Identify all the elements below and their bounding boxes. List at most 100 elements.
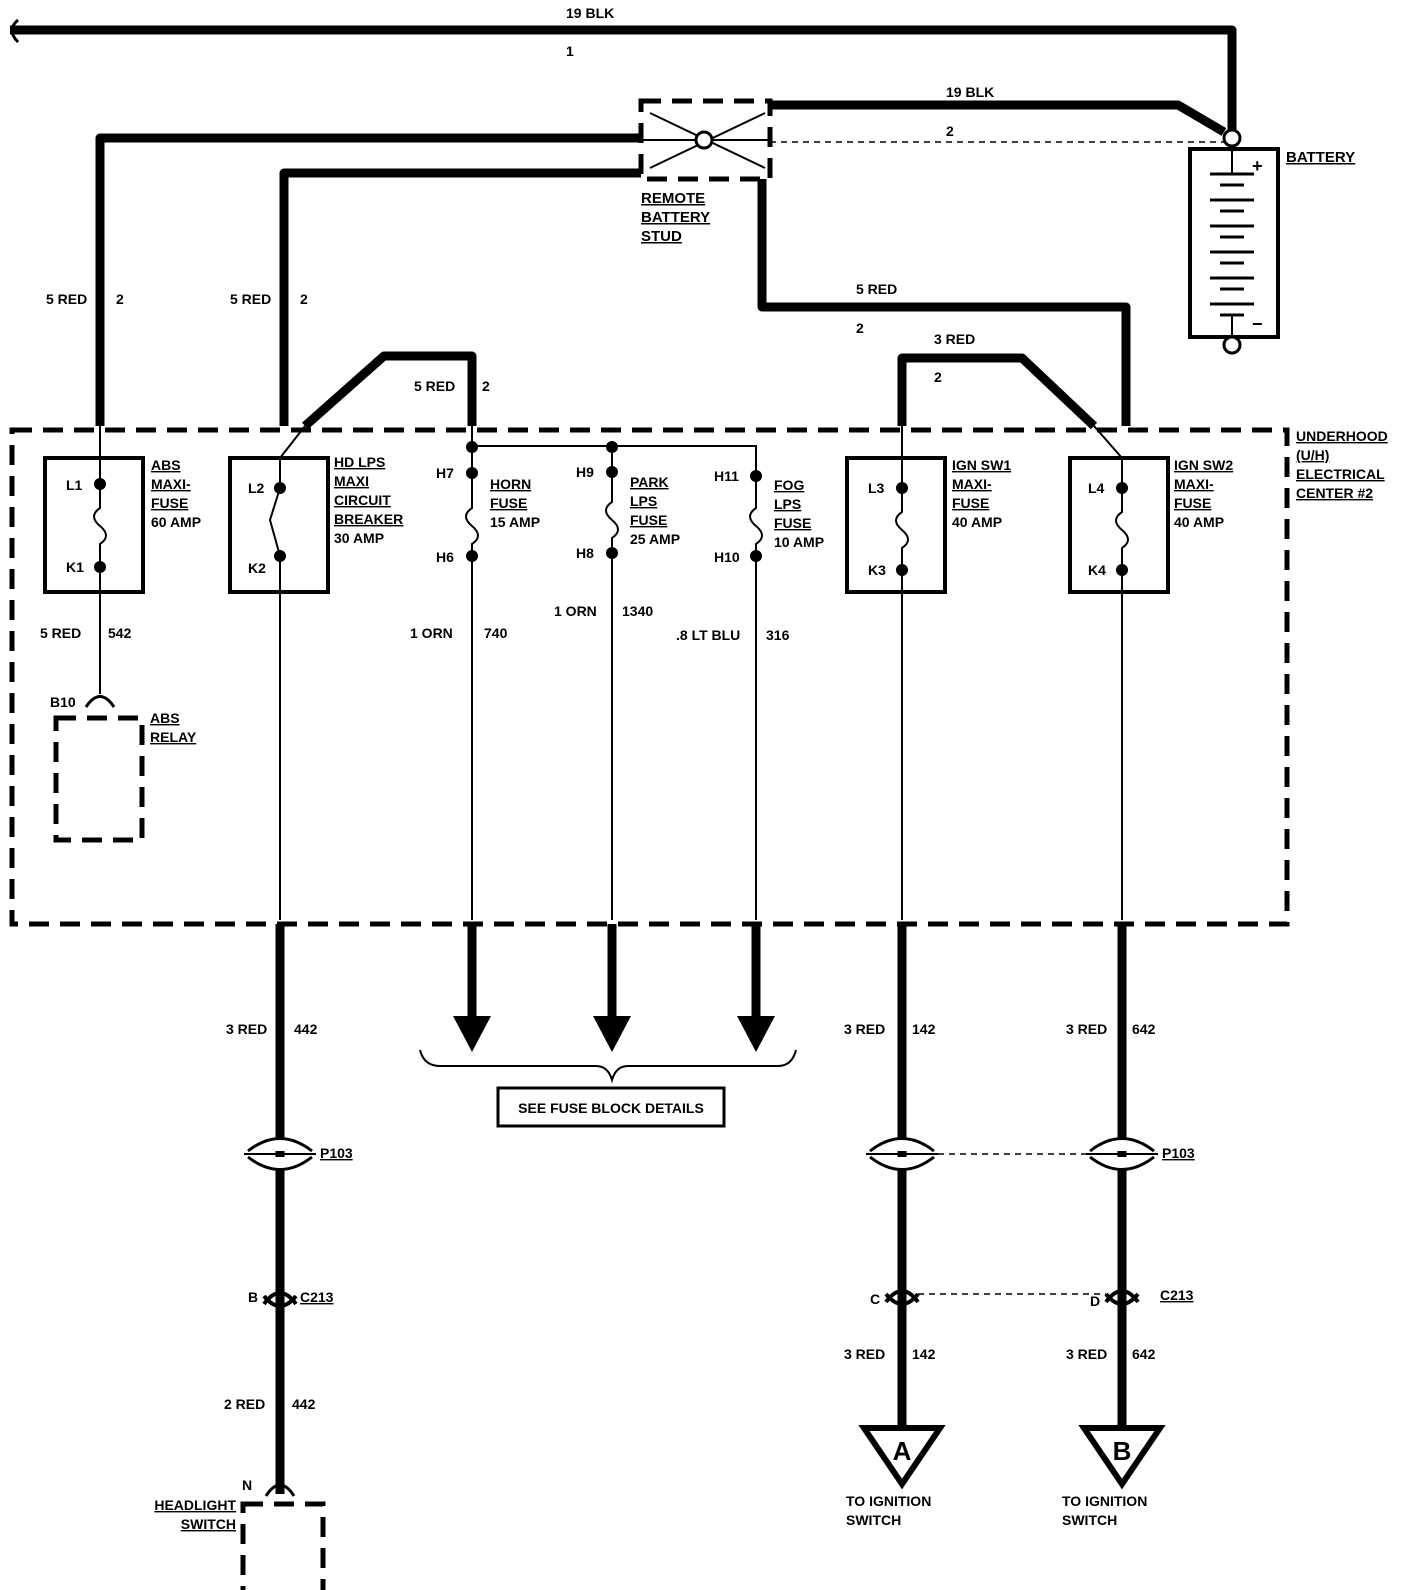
- abs-relay-label-2: RELAY: [150, 729, 197, 745]
- c213-pin-b: B: [248, 1289, 258, 1305]
- battery-positive-terminal: [1222, 128, 1242, 148]
- wire-feed-abs: [95, 133, 641, 426]
- battery-negative-terminal: [1222, 335, 1242, 355]
- horn-fuse-label-2: FUSE: [490, 495, 527, 511]
- wire-horn-out-circuit: 740: [484, 625, 508, 641]
- ign-sw2-maxi-fuse: L4 K4: [1068, 425, 1170, 594]
- wire-horn-feed-circuit: 2: [482, 378, 490, 394]
- see-fuse-block-details-box: [496, 1086, 726, 1128]
- wire-abs-out-gauge: 5 RED: [40, 625, 81, 641]
- headlight-switch-label-2: SWITCH: [181, 1516, 236, 1532]
- wire-feed-ign1: [897, 353, 1098, 430]
- wire-hd-out-gauge: 3 RED: [226, 1021, 267, 1037]
- park-fuse-terminal-top: H9: [576, 464, 594, 480]
- hd-breaker-terminal-top: L2: [248, 480, 265, 496]
- abs-fuse-label-2: MAXI-: [151, 476, 191, 492]
- marker-a-letter: A: [893, 1436, 912, 1466]
- battery-symbol: [1188, 147, 1280, 339]
- abs-fuse-terminal-bottom: K1: [66, 559, 84, 575]
- horn-fuse: H7 H6: [436, 446, 479, 565]
- abs-relay-label-1: ABS: [150, 710, 180, 726]
- c213-left-label: C213: [300, 1289, 334, 1305]
- b10-label: B10: [50, 694, 76, 710]
- wire-ign2-low-gauge: 3 RED: [1066, 1346, 1107, 1362]
- wire-ign1-low-gauge: 3 RED: [844, 1346, 885, 1362]
- wire-hd-low-gauge: 2 RED: [224, 1396, 265, 1412]
- horn-fuse-label-3: 15 AMP: [490, 514, 540, 530]
- hd-breaker-label-3: CIRCUIT: [334, 492, 391, 508]
- wire-break-icon: [10, 18, 20, 44]
- wire-stud-gauge: 19 BLK: [946, 84, 994, 100]
- offpage-marker-a: [858, 1425, 946, 1490]
- abs-fuse-terminal-top: L1: [66, 477, 83, 493]
- park-fuse-label-1: PARK: [630, 474, 669, 490]
- wire-ign1-low-circuit: 142: [912, 1346, 936, 1362]
- wire-feed-horn: [302, 351, 477, 430]
- stud-label-line1: REMOTE: [641, 190, 705, 207]
- ign2-fuse-terminal-top: L4: [1088, 480, 1105, 496]
- fog-fuse-terminal-bottom: H10: [714, 549, 740, 565]
- p103-left-label: P103: [320, 1145, 353, 1161]
- horn-fuse-label-1: HORN: [490, 476, 531, 492]
- fog-fuse-label-4: 10 AMP: [774, 534, 824, 550]
- hd-breaker-terminal-bottom: K2: [248, 560, 266, 576]
- abs-fuse-label-4: 60 AMP: [151, 514, 201, 530]
- p103-right-label: P103: [1162, 1145, 1195, 1161]
- wire-ign1-out-gauge: 3 RED: [844, 1021, 885, 1037]
- wire-fog-out-gauge: .8 LT BLU: [676, 627, 740, 643]
- see-fuse-block-details-label: SEE FUSE BLOCK DETAILS: [518, 1100, 704, 1116]
- wire-ign2-low-circuit: 642: [1132, 1346, 1156, 1362]
- hd-breaker-label-1: HD LPS: [334, 454, 385, 470]
- fog-fuse-label-2: LPS: [774, 496, 801, 512]
- wire-ign1-feed-circuit: 2: [934, 369, 942, 385]
- wire-hd-out-circuit: 442: [294, 1021, 318, 1037]
- headlight-switch-label-1: HEADLIGHT: [154, 1497, 236, 1513]
- center-label-line2: (U/H): [1296, 447, 1329, 463]
- wire-hd-low-circuit: 442: [292, 1396, 316, 1412]
- p103-right-connector: [866, 1137, 1158, 1171]
- c213-pin-c: C: [870, 1291, 880, 1307]
- ign1-fuse-terminal-bottom: K3: [868, 562, 886, 578]
- c213-pin-d: D: [1090, 1293, 1100, 1309]
- wire-park-out-gauge: 1 ORN: [554, 603, 597, 619]
- wire-ign2-out-gauge: 3 RED: [1066, 1021, 1107, 1037]
- wire-horn-out-gauge: 1 ORN: [410, 625, 453, 641]
- wire-abs-feed-gauge: 5 RED: [46, 291, 87, 307]
- park-fuse-label-4: 25 AMP: [630, 531, 680, 547]
- offpage-marker-b: [1078, 1425, 1166, 1490]
- horn-fuse-terminal-top: H7: [436, 465, 454, 481]
- headlight-switch-box: [240, 1501, 326, 1590]
- fog-fuse-label-1: FOG: [774, 477, 804, 493]
- ign2-fuse-label-2: MAXI-: [1174, 476, 1214, 492]
- wire-feed-hd-lps: [279, 168, 641, 426]
- abs-maxi-fuse: L1 K1: [43, 426, 145, 594]
- center-label-line3: ELECTRICAL: [1296, 466, 1385, 482]
- wire-ign2-out-circuit: 642: [1132, 1021, 1156, 1037]
- wire-abs-feed-circuit: 2: [116, 291, 124, 307]
- hd-breaker-label-5: 30 AMP: [334, 530, 384, 546]
- wire-top-circuit: 1: [566, 43, 574, 59]
- wire-hd-feed-circuit: 2: [300, 291, 308, 307]
- hd-breaker-label-4: BREAKER: [334, 511, 403, 527]
- park-fuse-terminal-bottom: H8: [576, 545, 594, 561]
- battery-label: BATTERY: [1286, 149, 1355, 166]
- fuse-block-arrows: [453, 924, 775, 1052]
- wire-ign-feed-circuit: 2: [856, 320, 864, 336]
- underhood-electrical-center-box: [9, 427, 1290, 927]
- center-label-line4: CENTER #2: [1296, 485, 1373, 501]
- wire-feed-ign: [757, 179, 1131, 426]
- wire-top-gauge: 19 BLK: [566, 5, 614, 21]
- to-ignition-1-line2: SWITCH: [846, 1512, 901, 1528]
- wire-ign1-feed-gauge: 3 RED: [934, 331, 975, 347]
- c213-right-connector: [884, 1289, 1140, 1306]
- ign2-fuse-terminal-bottom: K4: [1088, 562, 1106, 578]
- wire-hd-feed-gauge: 5 RED: [230, 291, 271, 307]
- ign1-fuse-label-1: IGN SW1: [952, 457, 1011, 473]
- battery-plus-icon: +: [1252, 156, 1263, 176]
- fog-lps-fuse: H11 H10: [714, 468, 763, 565]
- hd-breaker-label-2: MAXI: [334, 473, 369, 489]
- marker-b-letter: B: [1113, 1436, 1132, 1466]
- center-label-line1: UNDERHOOD: [1296, 428, 1388, 444]
- ign2-fuse-label-4: 40 AMP: [1174, 514, 1224, 530]
